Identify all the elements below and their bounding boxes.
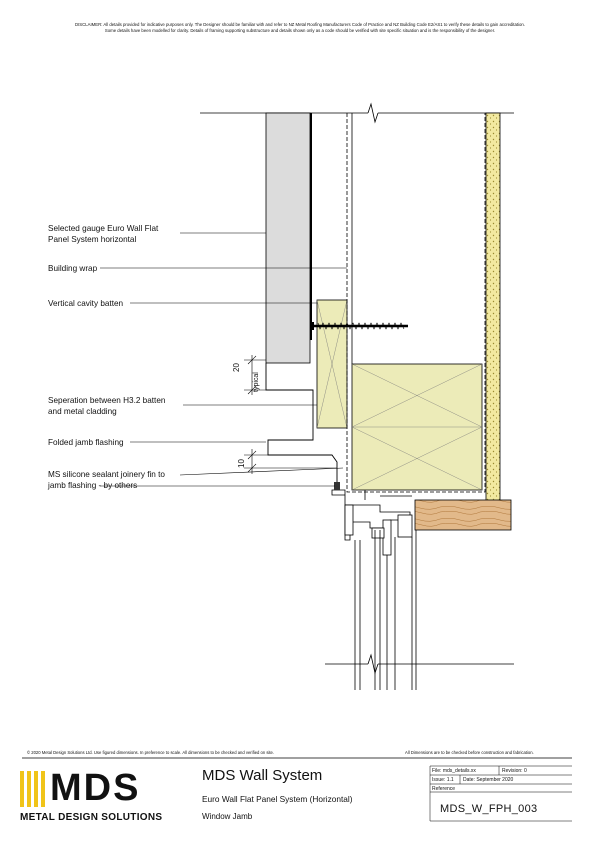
dimension-10: 10 <box>237 459 246 468</box>
label-sealant-line-1: MS silicone sealant joinery fin to <box>48 470 165 479</box>
issue-label: Issue: 1.1 <box>432 777 454 783</box>
revision-label: Revision: 0 <box>502 768 527 774</box>
copyright-note: © 2020 Metal Design Solutions Ltd. Use f… <box>27 750 275 755</box>
label-panel-line-2: Panel System horizontal <box>48 235 137 244</box>
label-sealant-line-2: jamb flashing - by others <box>48 481 138 490</box>
label-sealant: MS silicone sealant joinery fin to jamb … <box>48 469 165 491</box>
wall-framing-outline <box>346 113 486 493</box>
detail-name: Window Jamb <box>202 812 253 821</box>
timber-reveal-liner <box>414 499 512 531</box>
label-cavity-batten: Vertical cavity batten <box>48 299 124 308</box>
top-break-line <box>200 102 514 124</box>
label-panel-line-1: Selected gauge Euro Wall Flat <box>48 224 159 233</box>
label-panel-system: Selected gauge Euro Wall Flat Panel Syst… <box>48 223 158 245</box>
dimension-20: 20 <box>232 363 241 372</box>
vertical-cavity-batten <box>316 299 348 429</box>
reference-label: Reference <box>432 786 456 792</box>
drawing-number: MDS_W_FPH_003 <box>440 803 538 815</box>
label-separation-line-2: and metal cladding <box>48 407 117 416</box>
label-building-wrap: Building wrap <box>48 264 98 273</box>
label-separation-line-1: Seperation between H3.2 batten <box>48 396 166 405</box>
title-block-table <box>429 765 572 822</box>
sealant-bead <box>334 482 340 490</box>
mds-logo-mark <box>20 771 45 807</box>
disclaimer-line-1: DISCLAIMER: All details provided for ind… <box>74 22 526 27</box>
dimensions-note: All Dimensions are to be checked before … <box>405 750 534 755</box>
bottom-break-line <box>325 653 514 675</box>
folded-jamb-flashing <box>265 363 338 490</box>
wall-lining <box>485 112 501 514</box>
logo-text: MDS <box>50 767 141 809</box>
label-leader-lines <box>100 232 347 487</box>
dimension-typical: typical <box>253 372 260 392</box>
disclaimer: DISCLAIMER: All details provided for ind… <box>30 22 570 34</box>
system-subtitle: Euro Wall Flat Panel System (Horizontal) <box>202 794 353 804</box>
label-separation: Seperation between H3.2 batten and metal… <box>48 395 165 417</box>
company-name: METAL DESIGN SOLUTIONS <box>20 812 163 823</box>
dimension-marks <box>244 355 337 474</box>
label-jamb-flashing: Folded jamb flashing <box>48 438 124 447</box>
file-label: File: mds_details.xx <box>432 768 476 774</box>
flat-panel-cladding <box>265 112 311 364</box>
date-label: Date: September 2020 <box>463 777 514 783</box>
aluminium-joinery-frame <box>331 489 417 690</box>
batten-screw <box>310 322 408 330</box>
disclaimer-line-2: Some details have been modelled for clar… <box>104 28 496 33</box>
system-title: MDS Wall System <box>202 767 323 784</box>
